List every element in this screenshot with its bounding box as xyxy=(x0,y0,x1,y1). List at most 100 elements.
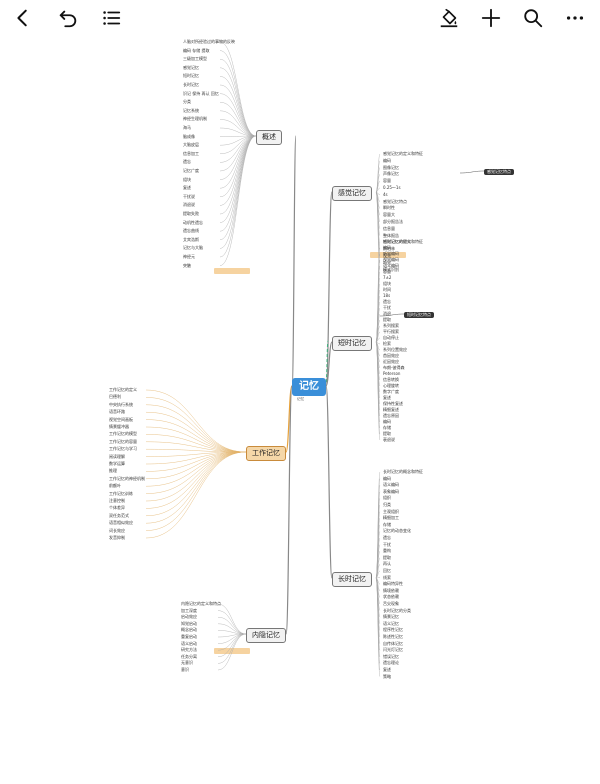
long-term_items-node-8[interactable]: 存储 xyxy=(383,521,391,527)
short-term_items-node-14[interactable]: 系列搜索 xyxy=(383,323,399,328)
branch-working[interactable]: 工作记忆 xyxy=(246,446,286,461)
short-term_items-node-27[interactable]: 保持性复述 xyxy=(383,401,403,406)
overview-items-node-26[interactable]: 突触 xyxy=(183,262,191,268)
short-term_items-node-9[interactable]: 18s xyxy=(383,293,391,298)
overview-items-node-6[interactable]: 识记 保持 再认 回忆 xyxy=(183,90,219,96)
working-items-node-12[interactable]: 工作记忆的神经机制 xyxy=(109,475,145,481)
working-items-node-5[interactable]: 情景缓冲器 xyxy=(109,424,129,429)
working-items-node-19[interactable]: 词长效应 xyxy=(109,527,125,533)
mindmap-canvas[interactable]: 记忆记忆概述感觉记忆短时记忆工作记忆长时记忆内隐记忆人脑对所经验过的事物的反映编… xyxy=(0,36,600,784)
branch-sensory[interactable]: 感觉记忆 xyxy=(332,186,372,201)
long-term_items-node-26[interactable]: 自传体记忆 xyxy=(383,640,403,646)
short-term_items-node-7[interactable]: 组块 xyxy=(383,281,391,286)
long-term_items-node-11[interactable]: 干扰 xyxy=(383,541,391,547)
implicit-items-node-4[interactable]: 概念启动 xyxy=(181,627,197,633)
sensory-items-node-10[interactable]: 部分报告法 xyxy=(383,219,403,224)
long-term_items-node-22[interactable]: 情景记忆 xyxy=(383,614,399,620)
long-term_items-node-14[interactable]: 再认 xyxy=(383,561,391,567)
overview-items-node-1[interactable]: 编码 存储 提取 xyxy=(183,47,210,53)
implicit-items-node-6[interactable]: 语义启动 xyxy=(181,640,197,646)
working-items-node-3[interactable]: 语音环路 xyxy=(109,409,125,415)
long-term_items-node-3[interactable]: 表象编码 xyxy=(383,488,399,494)
long-term_items-node-5[interactable]: 归类 xyxy=(383,502,391,507)
working-items-node-15[interactable]: 注意控制 xyxy=(109,498,125,503)
more-icon[interactable] xyxy=(562,5,588,31)
sensory-items-node-6[interactable]: 4s xyxy=(383,191,388,197)
short-term_items-node-24[interactable]: 心理旋转 xyxy=(383,383,399,388)
short-term_items-node-11[interactable]: 干扰 xyxy=(383,305,391,310)
long-term_items-node-19[interactable]: 状态依赖 xyxy=(383,594,399,600)
search-icon[interactable] xyxy=(520,5,546,31)
working-items-node-0[interactable]: 工作记忆的定义 xyxy=(109,387,137,392)
long-term_items-node-28[interactable]: 错误记忆 xyxy=(383,653,399,659)
overview-items-node-13[interactable]: 信息加工 xyxy=(183,150,199,156)
overview-items-node-5[interactable]: 长时记忆 xyxy=(183,82,199,87)
overview-items-node-15[interactable]: 记忆广度 xyxy=(183,168,199,173)
implicit-items-node-5[interactable]: 重复启动 xyxy=(181,634,197,639)
implicit-items-node-9[interactable]: 无意识 xyxy=(181,660,193,666)
long-term_items-node-30[interactable]: 复述 xyxy=(383,667,391,672)
working-items-node-1[interactable]: 巴德利 xyxy=(109,394,121,400)
short-term_items-node-22[interactable]: Peterson xyxy=(383,371,401,376)
short-term_items-node-4[interactable]: 语义编码 xyxy=(383,263,399,268)
sensory-items-node-9[interactable]: 容量大 xyxy=(383,212,395,218)
overview-items-node-12[interactable]: 大脑皮层 xyxy=(183,142,199,148)
overview-items-node-25[interactable]: 神经元 xyxy=(183,254,195,259)
short-term_items-node-25[interactable]: 数字广度 xyxy=(383,389,399,394)
long-term_items-node-13[interactable]: 提取 xyxy=(383,554,391,560)
long-term_items-node-9[interactable]: 记忆的动态变化 xyxy=(383,528,411,534)
overview-items-node-10[interactable]: 海马 xyxy=(183,125,191,130)
short-term_items-node-3[interactable]: 视觉编码 xyxy=(383,257,399,262)
overview-items-node-14[interactable]: 遗忘 xyxy=(183,159,191,165)
sensory-items-node-14[interactable]: 斯珀林 xyxy=(383,246,395,252)
overview-items-node-7[interactable]: 分类 xyxy=(183,99,191,105)
long-term_items-node-24[interactable]: 程序性记忆 xyxy=(383,627,403,633)
long-term_items-node-23[interactable]: 语义记忆 xyxy=(383,620,399,626)
short-term_items-node-10[interactable]: 遗忘 xyxy=(383,299,391,304)
working-items-node-20[interactable]: 发音抑制 xyxy=(109,535,125,540)
short-term_items-node-29[interactable]: 遗忘原因 xyxy=(383,413,399,418)
working-items-node-17[interactable]: 双任务范式 xyxy=(109,512,129,518)
short-term_items-node-31[interactable]: 存储 xyxy=(383,425,391,430)
overview-items-node-4[interactable]: 短时记忆 xyxy=(183,73,199,79)
sensory-items-node-15[interactable]: 视觉 xyxy=(383,253,391,258)
sensory-items-node-0[interactable]: 感觉记忆的定义和特征 xyxy=(383,151,423,156)
sensory-items-node-12[interactable]: 整体报告 xyxy=(383,232,399,238)
short-term_items-node-20[interactable]: 近因效应 xyxy=(383,359,399,364)
short-term_items-node-2[interactable]: 听觉编码 xyxy=(383,251,399,256)
branch-overview[interactable]: 概述 xyxy=(256,130,282,145)
overview-items-node-17[interactable]: 复述 xyxy=(183,185,191,191)
working-items-node-13[interactable]: 前额叶 xyxy=(109,483,121,489)
sensory-items-node-2[interactable]: 图像记忆 xyxy=(383,164,399,170)
short-term_items-node-8[interactable]: 时间 xyxy=(383,287,391,292)
short-term_items-node-6[interactable]: 7±2 xyxy=(383,275,392,280)
long-term_items-node-7[interactable]: 精细加工 xyxy=(383,515,399,521)
short-term_items-node-0[interactable]: 短时记忆的定义和特征 xyxy=(383,239,423,244)
short-term_items-node-13[interactable]: 提取 xyxy=(383,317,391,322)
overview-items-node-21[interactable]: 动机性遗忘 xyxy=(183,219,203,225)
implicit-items-node-0[interactable]: 内隐记忆的定义和特点 xyxy=(181,601,221,606)
short-term_items-node-26[interactable]: 复述 xyxy=(383,395,391,400)
long-term_items-node-21[interactable]: 长时记忆的分类 xyxy=(383,607,411,613)
long-term_items-node-20[interactable]: 舌尖现象 xyxy=(383,601,399,606)
back-icon[interactable] xyxy=(10,5,36,31)
overview-items-node-8[interactable]: 记忆系统 xyxy=(183,107,199,113)
overview-items-node-2[interactable]: 三级加工模型 xyxy=(183,56,207,62)
overview-items-node-23[interactable]: 艾宾浩斯 xyxy=(183,236,199,242)
short-term_items-node-23[interactable]: 信息转换 xyxy=(383,377,399,382)
long-term_items-node-0[interactable]: 长时记忆的概念和特征 xyxy=(383,469,423,474)
working-items-node-9[interactable]: 阅读理解 xyxy=(109,453,125,459)
sensory-items-node-5[interactable]: 0.25～1s xyxy=(383,185,401,190)
overview-items-node-20[interactable]: 提取失败 xyxy=(183,211,199,216)
short-term_items-node-21[interactable]: 布朗-彼得森 xyxy=(383,365,405,370)
working-items-node-4[interactable]: 视觉空间画板 xyxy=(109,416,133,422)
overview-items-node-9[interactable]: 神经生理机制 xyxy=(183,116,207,122)
sensory-items-node-13[interactable]: 感觉记忆的研究 xyxy=(383,239,411,245)
overview-items-node-19[interactable]: 消退说 xyxy=(183,202,195,208)
undo-icon[interactable] xyxy=(55,5,81,31)
working-items-node-18[interactable]: 语音相似效应 xyxy=(109,520,133,526)
short-term_items-node-18[interactable]: 系列位置效应 xyxy=(383,347,407,352)
branch-long-term[interactable]: 长时记忆 xyxy=(332,572,372,587)
long-term_items-node-1[interactable]: 编码 xyxy=(383,475,391,481)
overview-items-node-3[interactable]: 感觉记忆 xyxy=(183,64,199,70)
